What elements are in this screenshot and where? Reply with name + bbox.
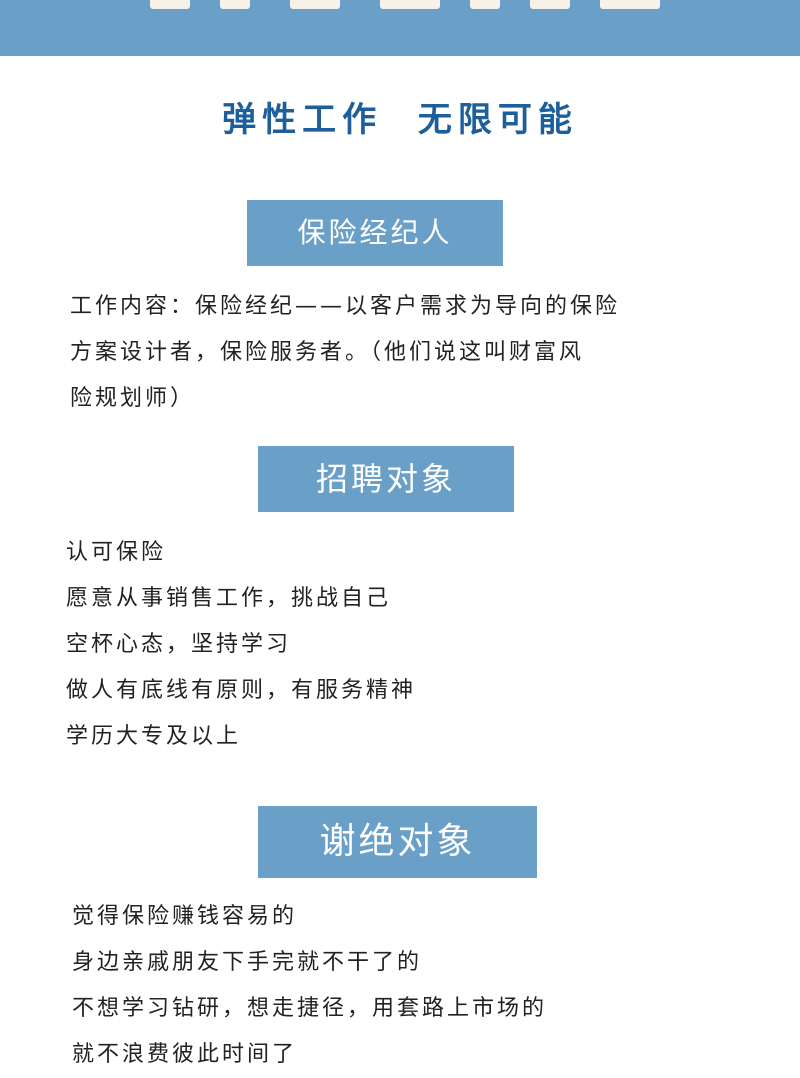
list-item: 就不浪费彼此时间了 xyxy=(72,1042,298,1067)
list-item: 空杯心态，坚持学习 xyxy=(66,632,292,657)
list-item: 不想学习钻研，想走捷径，用套路上市场的 xyxy=(72,996,548,1021)
description-line: 方案设计者，保险服务者。（他们说这叫财富风 xyxy=(70,340,585,365)
description-line: 工作内容：保险经纪——以客户需求为导向的保险 xyxy=(70,294,621,319)
list-item: 身边亲戚朋友下手完就不干了的 xyxy=(72,950,423,975)
header-banner xyxy=(0,0,800,56)
list-item: 愿意从事销售工作，挑战自己 xyxy=(66,586,392,611)
list-item: 认可保险 xyxy=(66,540,167,565)
section-title-rejected: 谢绝对象 xyxy=(258,806,537,878)
section-title-recruit: 招聘对象 xyxy=(258,446,514,512)
cropped-title-graphic xyxy=(150,0,670,10)
rejected-list: 觉得保险赚钱容易的 身边亲戚朋友下手完就不干了的 不想学习钻研，想走捷径，用套路… xyxy=(72,894,547,1078)
list-item: 觉得保险赚钱容易的 xyxy=(72,904,298,929)
list-item: 做人有底线有原则，有服务精神 xyxy=(66,678,417,703)
list-item: 学历大专及以上 xyxy=(66,724,242,749)
section-title-broker: 保险经纪人 xyxy=(247,200,503,266)
recruit-list: 认可保险 愿意从事销售工作，挑战自己 空杯心态，坚持学习 做人有底线有原则，有服… xyxy=(66,530,416,760)
slogan: 弹性工作 无限可能 xyxy=(222,100,578,140)
broker-description: 工作内容：保险经纪——以客户需求为导向的保险 方案设计者，保险服务者。（他们说这… xyxy=(70,284,620,422)
description-line: 险规划师） xyxy=(70,386,196,411)
